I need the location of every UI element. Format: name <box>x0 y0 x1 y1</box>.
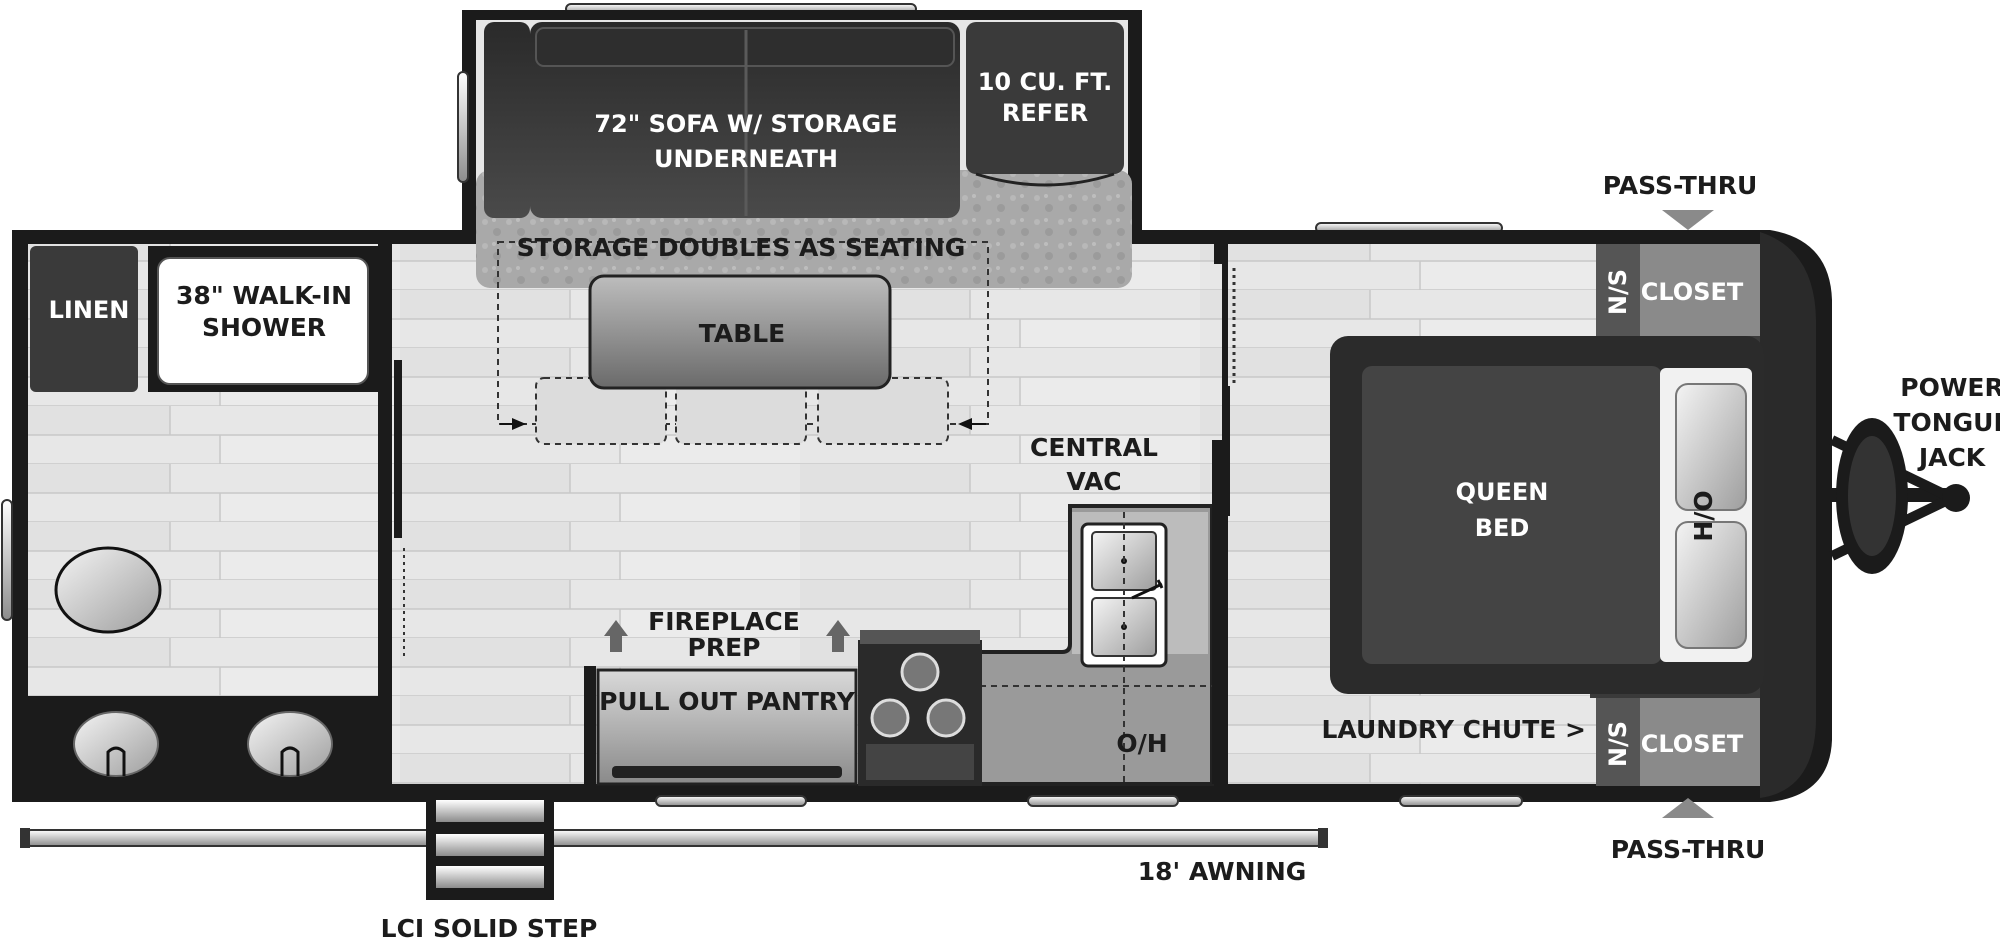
faucet-right-icon <box>280 746 300 776</box>
burner-2 <box>870 698 910 738</box>
window-bottom-3 <box>1399 795 1523 807</box>
fireplace-label-line1: FIREPLACE <box>648 607 800 636</box>
lci-solid-step <box>426 790 554 900</box>
pass-thru-top-arrow-icon <box>1662 210 1714 230</box>
refrigerator <box>966 22 1124 174</box>
sink-right <box>247 711 333 777</box>
kitchen-faucet-icon <box>1131 579 1164 600</box>
toilet <box>54 546 162 634</box>
bath-door-jamb <box>394 360 402 538</box>
window-bottom-1 <box>655 795 807 807</box>
awning-endcap-left <box>20 828 30 848</box>
fireplace-label-line2: PREP <box>688 633 761 662</box>
nightstand-top-label: N/S <box>1604 269 1632 315</box>
pillow-1 <box>1675 383 1747 511</box>
queen-bed-label-line2: BED <box>1475 514 1530 542</box>
power-jack-label-line1: POWER <box>1900 373 2000 402</box>
bedroom-wall-top <box>1214 244 1226 264</box>
slideout-left-window <box>457 71 469 183</box>
step-label: LCI SOLID STEP <box>381 914 598 943</box>
shower-label-line1: 38" WALK-IN <box>176 281 352 310</box>
power-jack-label-line2: TONGUE <box>1893 408 2000 437</box>
pillow-2 <box>1675 521 1747 649</box>
storage-seating-label: STORAGE DOUBLES AS SEATING <box>517 233 966 262</box>
linen-cabinet <box>30 246 138 392</box>
oven <box>866 744 974 780</box>
pass-thru-bottom-label: PASS-THRU <box>1611 835 1766 864</box>
sofa-label-line2: UNDERNEATH <box>654 145 838 173</box>
sofa-arm-left <box>484 22 530 218</box>
arrow-right-icon <box>512 418 526 430</box>
stove-top-strip <box>860 630 980 644</box>
fireplace-wall <box>584 666 596 786</box>
queen-bed-label-line1: QUEEN <box>1456 478 1549 506</box>
bath-window <box>1 499 13 621</box>
nightstand-top <box>1596 244 1640 336</box>
front-cap <box>1760 232 1816 798</box>
pull-out-pantry <box>596 668 858 786</box>
central-vac-label-line1: CENTRAL <box>1030 433 1158 462</box>
closet-top-label: CLOSET <box>1641 278 1744 306</box>
faucet-left-icon <box>106 746 126 776</box>
overhead-label: O/H <box>1116 729 1167 758</box>
nightstand-bottom-label: N/S <box>1604 721 1632 767</box>
fireplace-arrow-left-icon <box>604 620 628 652</box>
burner-1 <box>900 652 940 692</box>
linen-label: LINEN <box>49 296 130 324</box>
headboard-ho-label: H/O <box>1689 490 1718 541</box>
pull-out-pantry-label: PULL OUT PANTRY <box>599 687 856 716</box>
mattress <box>1362 366 1662 664</box>
closet-bottom-label: CLOSET <box>1641 730 1744 758</box>
window-bottom-2 <box>1027 795 1179 807</box>
table-label: TABLE <box>699 319 786 348</box>
awning <box>23 829 1325 847</box>
fireplace-arrow-right-icon <box>826 620 850 652</box>
awning-label: 18' AWNING <box>1138 857 1307 886</box>
burner-3 <box>926 698 966 738</box>
shower-label-line2: SHOWER <box>202 313 326 342</box>
sink-left <box>73 711 159 777</box>
refer-label-line2: REFER <box>1002 99 1088 127</box>
sofa-label-line1: 72" SOFA W/ STORAGE <box>594 110 897 138</box>
kitchen-divider-wall <box>1212 440 1226 784</box>
pass-thru-top-label: PASS-THRU <box>1603 171 1758 200</box>
power-jack-label-line3: JACK <box>1917 443 1987 472</box>
pantry-handle <box>612 766 842 778</box>
laundry-chute-label: LAUNDRY CHUTE > <box>1321 715 1586 744</box>
bed-divider-wall-lower <box>1222 386 1230 516</box>
hitch-ball <box>1942 484 1970 512</box>
walk-in-shower <box>157 257 369 385</box>
refer-label-line1: 10 CU. FT. <box>978 68 1113 96</box>
nightstand-bottom <box>1596 698 1640 786</box>
central-vac-label-line2: VAC <box>1066 467 1121 496</box>
bathroom-wall <box>378 244 392 724</box>
refrigerator-door-swing <box>975 172 1115 187</box>
awning-endcap-right <box>1318 828 1328 848</box>
arrow-left-icon <box>958 418 972 430</box>
dining-table <box>588 274 892 390</box>
pass-thru-bottom-arrow-icon <box>1662 798 1714 818</box>
